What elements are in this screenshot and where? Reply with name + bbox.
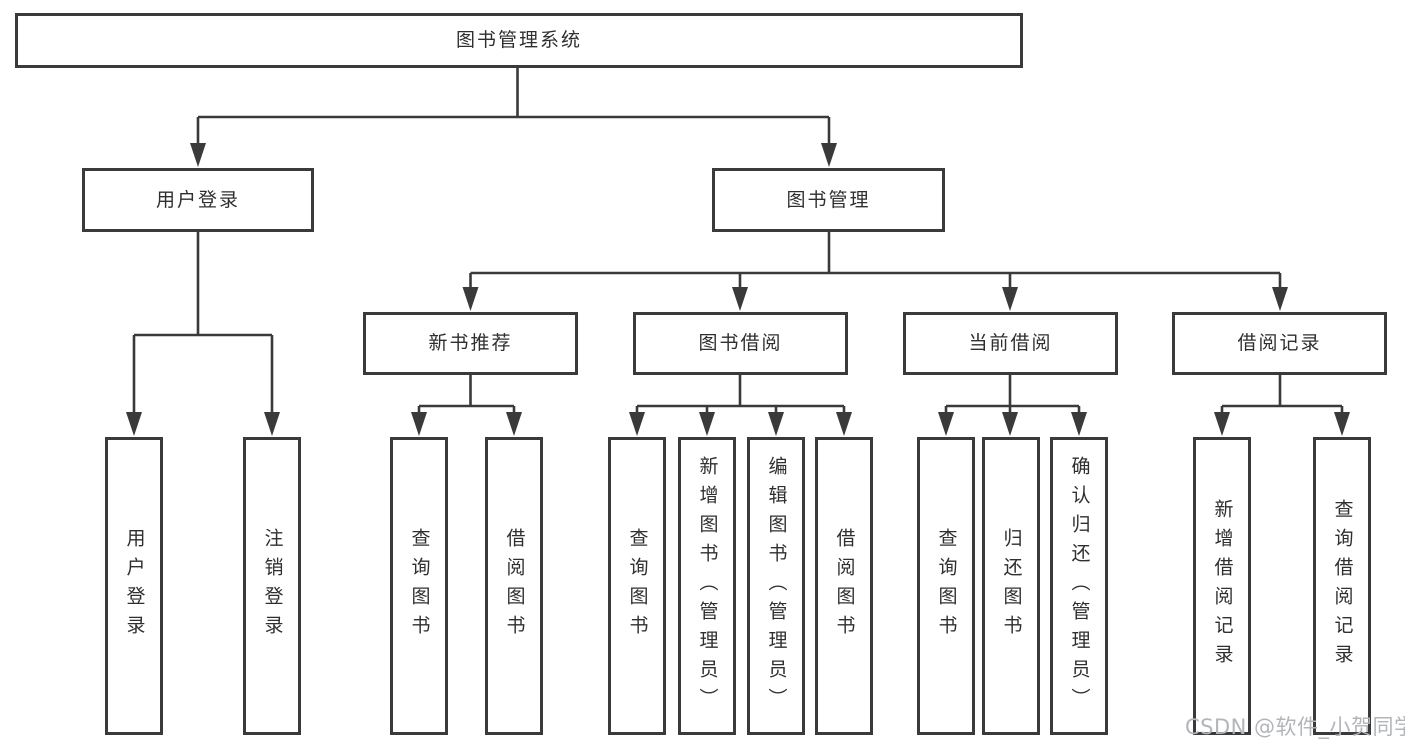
leaf-bb-edit-book-admin-label: 编辑图书（管理员） xyxy=(765,455,788,717)
node-root: 图书管理系统 xyxy=(15,13,1023,68)
connector-root-to-level2 xyxy=(196,68,831,148)
connector-borrow-record-children xyxy=(1220,374,1344,416)
node-current-borrow: 当前借阅 xyxy=(903,312,1118,375)
arrow-to-borrow-record xyxy=(1272,287,1288,311)
node-user-login-label: 用户登录 xyxy=(155,188,240,211)
node-book-management: 图书管理 xyxy=(712,168,945,232)
leaf-cb-confirm-return-admin-label: 确认归还（管理员） xyxy=(1068,455,1091,717)
node-borrow-record: 借阅记录 xyxy=(1172,312,1387,375)
node-book-borrow-label: 图书借阅 xyxy=(698,332,783,355)
leaf-nb-borrow-book: 借阅图书 xyxy=(485,437,543,735)
connector-new-book-children xyxy=(417,374,516,416)
leaf-bb-borrow-book-label: 借阅图书 xyxy=(833,528,856,644)
arrow-to-new-book xyxy=(462,287,479,311)
arrow-to-logout-leaf xyxy=(264,412,280,436)
arrow-br-query xyxy=(1334,412,1350,436)
leaf-bb-query-book-label: 查询图书 xyxy=(626,528,649,644)
arrow-nb-query xyxy=(411,412,427,436)
leaf-logout-label: 注销登录 xyxy=(261,528,284,644)
leaf-logout: 注销登录 xyxy=(243,437,301,735)
arrow-bb-edit xyxy=(768,412,784,436)
arrow-bb-add xyxy=(699,412,715,436)
leaf-br-query-record-label: 查询借阅记录 xyxy=(1331,499,1354,673)
arrow-cb-return xyxy=(1002,412,1018,436)
leaf-nb-query-book: 查询图书 xyxy=(390,437,448,735)
node-new-book-recommend: 新书推荐 xyxy=(363,312,578,375)
leaf-bb-add-book-admin: 新增图书（管理员） xyxy=(678,437,736,735)
leaf-br-add-record-label: 新增借阅记录 xyxy=(1211,499,1234,673)
node-user-login: 用户登录 xyxy=(82,168,314,232)
connector-user-login-children xyxy=(132,232,274,416)
leaf-br-add-record: 新增借阅记录 xyxy=(1193,437,1251,735)
leaf-cb-query-book-label: 查询图书 xyxy=(935,528,958,644)
node-borrow-record-label: 借阅记录 xyxy=(1237,332,1322,355)
arrow-cb-query xyxy=(938,412,954,436)
arrow-bb-query xyxy=(629,412,645,436)
node-current-borrow-label: 当前借阅 xyxy=(968,332,1053,355)
leaf-user-login: 用户登录 xyxy=(105,437,163,735)
leaf-bb-edit-book-admin: 编辑图书（管理员） xyxy=(747,437,805,735)
connector-book-borrow-children xyxy=(635,374,846,416)
leaf-cb-confirm-return-admin: 确认归还（管理员） xyxy=(1050,437,1108,735)
arrow-to-book-borrow xyxy=(732,287,748,311)
arrowheads xyxy=(126,143,1350,436)
leaf-cb-return-book-label: 归还图书 xyxy=(1000,528,1023,644)
leaf-bb-query-book: 查询图书 xyxy=(608,437,666,735)
arrow-nb-borrow xyxy=(506,412,522,436)
leaf-nb-borrow-book-label: 借阅图书 xyxy=(503,528,526,644)
leaf-user-login-label: 用户登录 xyxy=(123,528,146,644)
arrow-to-user-login xyxy=(190,143,206,167)
leaf-br-query-record: 查询借阅记录 xyxy=(1313,437,1371,735)
node-root-label: 图书管理系统 xyxy=(455,29,582,52)
leaf-cb-return-book: 归还图书 xyxy=(982,437,1040,735)
node-book-borrow: 图书借阅 xyxy=(633,312,848,375)
connector-current-borrow-children xyxy=(944,374,1081,416)
arrow-to-book-mgmt xyxy=(821,143,837,167)
node-book-management-label: 图书管理 xyxy=(786,188,871,211)
csdn-watermark: CSDN @软件_小贺同学 xyxy=(1185,715,1405,739)
arrow-bb-borrow xyxy=(836,412,852,436)
arrow-br-add xyxy=(1214,412,1230,436)
arrow-cb-confirm xyxy=(1071,412,1087,436)
arrow-to-current-borrow xyxy=(1002,287,1018,311)
leaf-bb-borrow-book: 借阅图书 xyxy=(815,437,873,735)
connector-book-mgmt-children xyxy=(469,232,1282,291)
leaf-nb-query-book-label: 查询图书 xyxy=(408,528,431,644)
leaf-cb-query-book: 查询图书 xyxy=(917,437,975,735)
leaf-bb-add-book-admin-label: 新增图书（管理员） xyxy=(696,455,719,717)
arrow-to-user-login-leaf xyxy=(126,412,142,436)
node-new-book-recommend-label: 新书推荐 xyxy=(428,332,513,355)
